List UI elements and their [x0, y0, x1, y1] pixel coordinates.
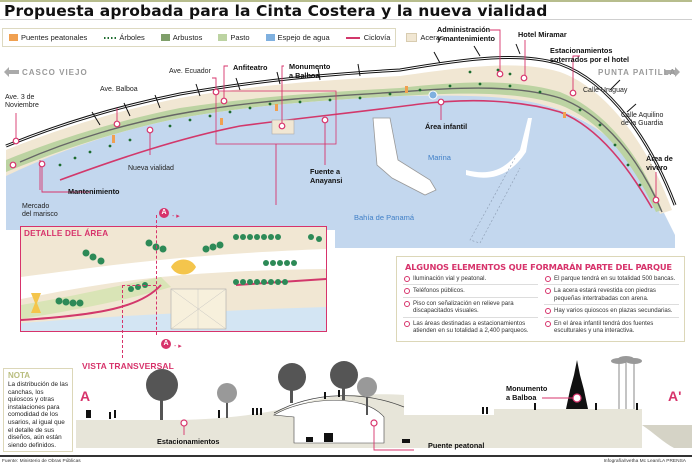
label-monumento-section: Monumento a Balboa [506, 384, 548, 402]
legend-label: Arbustos [172, 33, 203, 42]
circle-bullet-icon [545, 276, 551, 282]
label-estacionamientos: Estacionamientos [157, 437, 220, 446]
note-title: NOTA [8, 371, 31, 380]
label-ave-ecuador: Ave. Ecuador [169, 68, 211, 75]
list-item: Hay varios quioscos en plazas secundaria… [544, 305, 679, 318]
direction-punta-paitilla: PUNTA PAITILLA [598, 68, 677, 77]
sidewalk-swatch-icon [406, 33, 418, 42]
circle-bullet-icon [404, 288, 410, 295]
list-item: Las áreas destinadas a estacionamientos … [403, 318, 538, 337]
detail-area-panel [20, 226, 327, 332]
vista-leader-v [122, 285, 123, 358]
list-item: Iluminación vial y peatonal. [403, 273, 538, 286]
title-divider [0, 19, 692, 20]
list-item: El parque tendrá en su totalidad 500 ban… [544, 273, 679, 286]
title-top-rule [0, 0, 692, 2]
shrub-swatch-icon [160, 34, 170, 41]
label-bahia-panama: Bahía de Panamá [354, 213, 415, 222]
direction-casco-viejo: CASCO VIEJO [22, 68, 88, 77]
label-ave-3-noviembre: Ave. 3 de Noviembre [5, 94, 39, 109]
arrow-right-icon: - ▸ [172, 213, 180, 220]
label-area-vivero: Área de vivero [646, 154, 673, 172]
arrow-right-icon: - ▸ [174, 343, 182, 350]
label-calle-aquilino: Calle Aquilino de la Guardia [621, 112, 664, 127]
circle-bullet-icon [404, 300, 410, 307]
cross-section-title: VISTA TRANSVERSAL [82, 361, 174, 371]
label-anfiteatro: Anfiteatro [233, 63, 268, 72]
label-puente-peatonal: Puente peatonal [428, 441, 485, 450]
label-monumento-balboa: Monumento a Balboa [289, 62, 331, 80]
note-box: NOTA La distribución de las canchas, los… [3, 368, 73, 452]
section-cut-line [156, 215, 157, 335]
circle-bullet-icon [404, 276, 410, 282]
legend-label: Puentes peatonales [21, 33, 88, 42]
legend-label: Ciclovía [363, 33, 391, 42]
section-marker-a-bottom: A [161, 339, 171, 349]
label-administracion: Administración y mantenimiento [437, 25, 495, 43]
park-elements-title: ALGUNOS ELEMENTOS QUE FORMARÁN PARTE DEL… [405, 262, 672, 272]
legend-item-arbustos: Arbustos [160, 33, 203, 42]
legend-label: Árboles [119, 33, 145, 42]
label-fuente-anayansi: Fuente a Anayansi [310, 167, 343, 185]
section-end-marker: A' [668, 388, 682, 404]
list-item: En el área infantil tendrá dos fuentes e… [544, 318, 679, 337]
label-calle-uruguay: Calle Uruguay [583, 87, 628, 94]
label-estacionamientos-hotel: Estacionamientos soterrados por el hotel [550, 46, 630, 64]
legend-item-aceras: Aceras [406, 33, 444, 42]
legend-label: Pasto [230, 33, 250, 42]
circle-bullet-icon [545, 320, 551, 327]
circle-bullet-icon [404, 320, 410, 327]
legend-item-puentes: Puentes peatonales [9, 33, 87, 42]
footer-rule [0, 455, 692, 457]
note-text: La distribución de las canchas, los quio… [8, 381, 69, 449]
legend-item-agua: Espejo de agua [265, 33, 330, 42]
label-ave-balboa: Ave. Balboa [100, 86, 138, 93]
detail-area-map [21, 227, 326, 331]
park-elements-box: ALGUNOS ELEMENTOS QUE FORMARÁN PARTE DEL… [396, 256, 685, 342]
infographic-credit: Infografía/Ivetha Mc Lean/LA PRENSA [603, 459, 686, 464]
label-marina: Marina [428, 153, 451, 162]
list-item: La acera estará revestida con piedras pe… [544, 285, 679, 306]
water-swatch-icon [265, 34, 275, 41]
source-credit: Fuente: Ministerio de Obras Públicas [2, 459, 81, 464]
cross-section-drawing [76, 356, 692, 451]
legend-item-ciclovia: Ciclovía [345, 33, 391, 42]
label-hotel-miramar: Hotel Miramar [518, 30, 567, 39]
bike-lane-line-icon [345, 36, 360, 39]
tree-dots-icon [103, 36, 118, 39]
legend-label: Espejo de agua [277, 33, 330, 42]
elements-column-left: Iluminación vial y peatonal. Teléfonos p… [403, 273, 538, 336]
detail-area-title: DETALLE DEL ÁREA [24, 229, 109, 238]
page-title: Propuesta aprobada para la Cinta Costera… [4, 2, 548, 20]
label-mercado-marisco: Mercado del marisco [22, 203, 58, 218]
label-nueva-vialidad: Nueva vialidad [128, 165, 174, 172]
elements-column-right: El parque tendrá en su totalidad 500 ban… [544, 273, 679, 336]
orange-swatch-icon [9, 34, 18, 41]
section-marker-a-top: A [159, 208, 169, 218]
grass-swatch-icon [218, 34, 228, 41]
legend-item-pasto: Pasto [218, 33, 250, 42]
legend-item-arboles: Árboles [103, 33, 145, 42]
section-start-marker: A [80, 388, 91, 404]
list-item: Piso con señalización en relieve para di… [403, 298, 538, 318]
legend: Puentes peatonales Árboles Arbustos Past… [2, 28, 444, 47]
list-item: Teléfonos públicos. [403, 285, 538, 298]
label-mantenimiento: Mantenimiento [68, 187, 120, 196]
circle-bullet-icon [545, 308, 551, 315]
circle-bullet-icon [545, 288, 551, 295]
vista-leader-h [122, 285, 156, 286]
label-area-infantil: Área infantil [425, 122, 468, 131]
legend-label: Aceras [420, 33, 444, 42]
